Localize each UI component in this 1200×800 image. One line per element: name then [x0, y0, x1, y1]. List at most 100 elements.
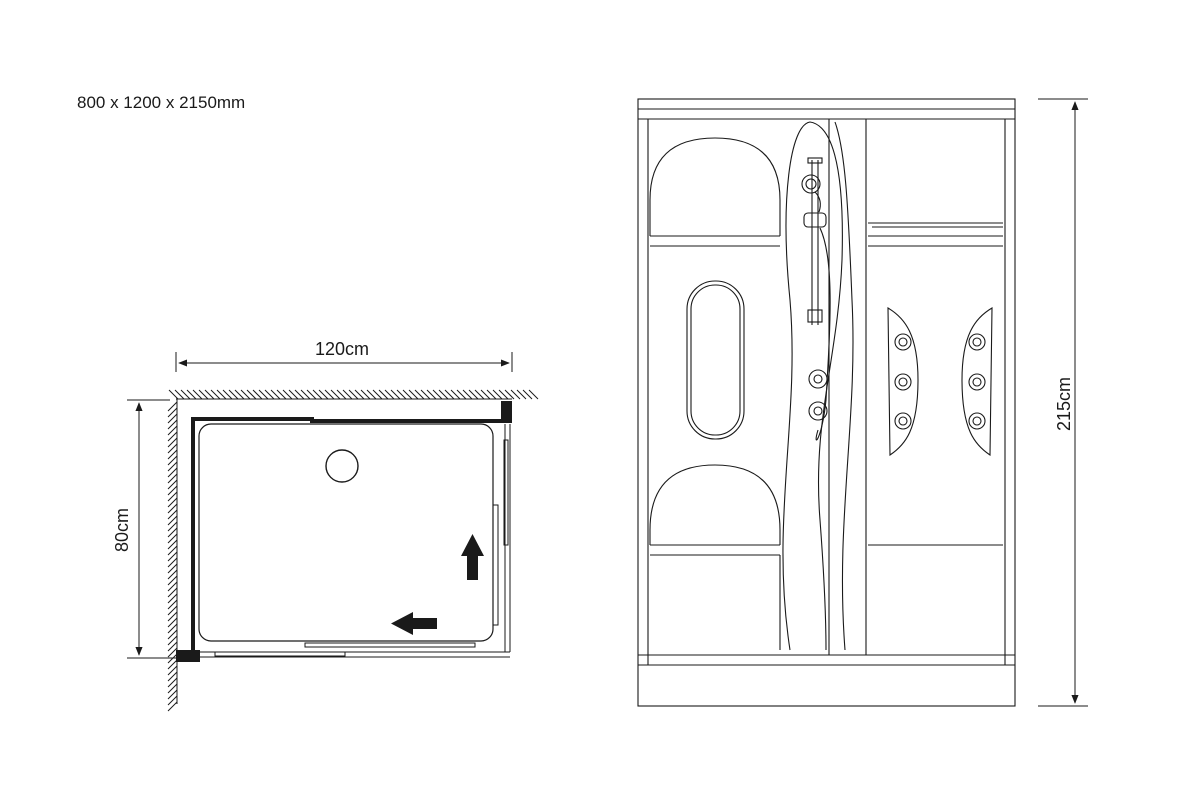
hatch-mark	[390, 389, 401, 400]
cabin-outline	[637, 98, 1016, 707]
hatch-mark	[300, 389, 311, 400]
jet-panel-right	[961, 307, 993, 457]
hatch-mark	[216, 389, 227, 400]
hatch-mark	[167, 569, 178, 580]
upper-left-arch	[649, 137, 781, 236]
hatch-mark	[167, 509, 178, 520]
hatch-mark	[174, 389, 185, 400]
hatch-mark	[167, 461, 178, 472]
hatch-mark	[234, 389, 245, 400]
hatch-mark	[167, 443, 178, 454]
hatch-mark	[167, 581, 178, 592]
hatch-mark	[210, 389, 221, 400]
hatch-mark	[408, 389, 419, 400]
depth-dimension	[127, 399, 178, 659]
hatch-mark	[330, 389, 341, 400]
mixer-knob-top	[808, 369, 828, 389]
hatch-mark	[167, 557, 178, 568]
hatch-mark	[324, 389, 335, 400]
hatch-mark	[372, 389, 383, 400]
hatch-mark	[167, 401, 178, 412]
hatch-mark	[288, 389, 299, 400]
hatch-mark	[167, 617, 178, 628]
hatch-mark	[342, 389, 353, 400]
hatch-mark	[396, 389, 407, 400]
hatch-mark	[167, 665, 178, 676]
hatch-mark	[167, 437, 178, 448]
hatch-mark	[462, 389, 473, 400]
hatch-mark	[167, 473, 178, 484]
hatch-mark	[414, 389, 425, 400]
hatch-mark	[444, 389, 455, 400]
hatch-mark	[167, 629, 178, 640]
hatch-mark	[192, 389, 203, 400]
hatch-mark	[378, 389, 389, 400]
hand-shower-icon	[801, 174, 821, 194]
hatch-mark	[456, 389, 467, 400]
hatch-mark	[167, 413, 178, 424]
hatch-mark	[306, 389, 317, 400]
massage-jets	[894, 333, 986, 430]
hatch-mark	[167, 431, 178, 442]
width-dimension	[175, 352, 513, 372]
hatch-mark	[167, 587, 178, 598]
hatch-mark	[258, 389, 269, 400]
shower-tray	[198, 423, 494, 642]
hatch-mark	[498, 389, 509, 400]
hatch-mark	[167, 671, 178, 682]
hatch-mark	[336, 389, 347, 400]
hatch-mark	[228, 389, 239, 400]
hatch-mark	[167, 449, 178, 460]
hatch-mark	[402, 389, 413, 400]
hatch-mark	[474, 389, 485, 400]
hatch-mark	[198, 389, 209, 400]
drain-icon	[325, 449, 359, 483]
hatch-mark	[167, 659, 178, 670]
hatch-mark	[167, 479, 178, 490]
hatch-mark	[167, 611, 178, 622]
hatch-mark	[252, 389, 263, 400]
floor-plan: 120cm 80cm	[112, 339, 539, 712]
hatch-mark	[282, 389, 293, 400]
hatch-mark	[366, 389, 377, 400]
corner-post-bottom-left	[176, 650, 200, 662]
hatch-mark	[167, 635, 178, 646]
hatch-mark	[180, 389, 191, 400]
dimensions-text: 800 x 1200 x 2150mm	[77, 93, 245, 112]
hatch-mark	[420, 389, 431, 400]
hatch-mark	[360, 389, 371, 400]
hatch-mark	[318, 389, 329, 400]
hatch-mark	[354, 389, 365, 400]
hatch-mark	[168, 389, 179, 400]
mixer-knob-bottom	[808, 401, 828, 421]
depth-label: 80cm	[112, 508, 132, 552]
hatch-mark	[167, 521, 178, 532]
hatch-mark	[167, 419, 178, 430]
hatch-mark	[167, 677, 178, 688]
hatch-mark	[204, 389, 215, 400]
hatch-mark	[240, 389, 251, 400]
hatch-mark	[167, 563, 178, 574]
hatch-mark	[438, 389, 449, 400]
width-label: 120cm	[315, 339, 369, 359]
hatch-mark	[312, 389, 323, 400]
hatch-mark	[167, 575, 178, 586]
hatch-mark	[167, 503, 178, 514]
arrow-up-icon	[461, 534, 484, 580]
right-sliding-panel	[492, 424, 511, 652]
front-elevation	[637, 98, 1088, 707]
hatch-mark	[167, 527, 178, 538]
jet-panel-left	[887, 307, 919, 457]
hatch-mark	[167, 491, 178, 502]
hatch-mark	[516, 389, 527, 400]
hatch-mark	[167, 641, 178, 652]
hatch-mark	[167, 689, 178, 700]
hatch-mark	[167, 467, 178, 478]
top-wall-hatch	[168, 389, 539, 400]
hatch-mark	[384, 389, 395, 400]
hatch-mark	[294, 389, 305, 400]
height-label: 215cm	[1054, 377, 1074, 431]
hatch-mark	[276, 389, 287, 400]
hatch-mark	[486, 389, 497, 400]
hatch-mark	[167, 551, 178, 562]
